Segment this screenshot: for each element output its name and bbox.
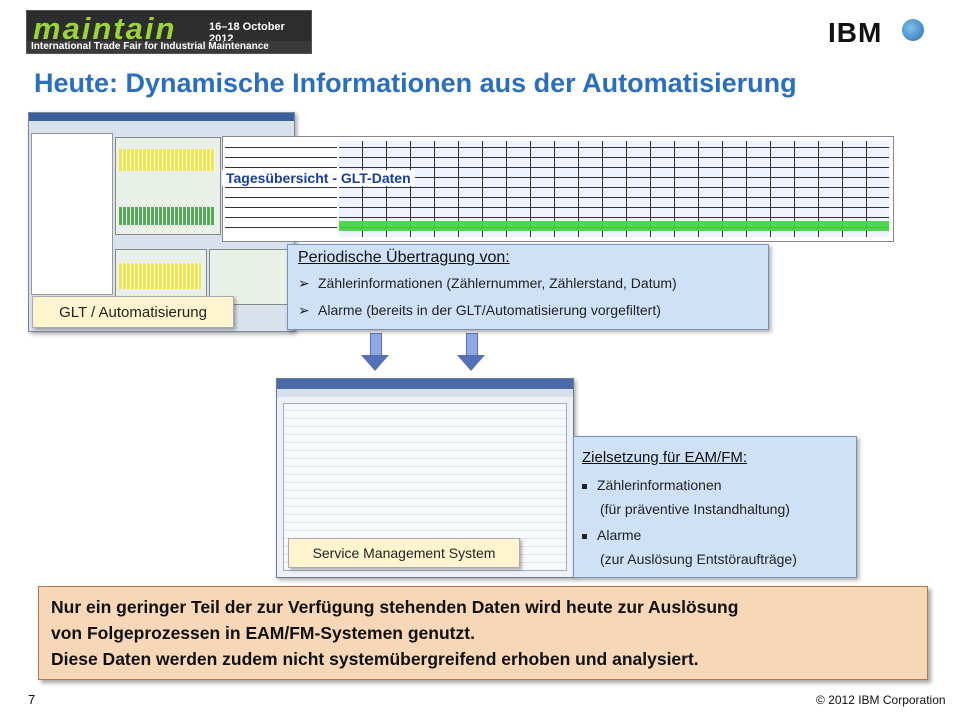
down-arrow-icon — [361, 333, 389, 371]
eam-item-detail: (für präventive Instandhaltung) — [600, 501, 790, 517]
ibm-wordmark: IBM — [828, 17, 883, 48]
sms-window-titlebar — [277, 379, 573, 389]
maintain-logo: maintain — [33, 11, 177, 46]
eam-item-label: Zählerinformationen — [597, 477, 722, 493]
maintain-banner: maintain 16–18 October 2012 Internationa… — [26, 10, 312, 54]
ibm-logo: IBM — [828, 17, 924, 49]
eam-item-detail: (zur Auslösung Entstöraufträge) — [600, 551, 797, 567]
conclusion-line: Diese Daten werden zudem nicht systemübe… — [51, 649, 699, 669]
glt-bar-chart — [119, 207, 215, 225]
eam-item-label: Alarme — [597, 527, 642, 543]
banner-subtitle: International Trade Fair for Industrial … — [27, 41, 311, 53]
glt-status-row — [339, 221, 889, 231]
periodic-item-label: Alarme (bereits in der GLT/Automatisieru… — [318, 302, 661, 318]
list-item: ➢ Alarme (bereits in der GLT/Automatisier… — [298, 302, 677, 319]
square-bullet-icon — [582, 483, 587, 489]
glt-bar-chart — [119, 149, 215, 171]
periodic-transfer-box: Periodische Übertragung von: ➢ Zählerinfo… — [287, 244, 769, 330]
list-item: ➢ Zählerinformationen (Zählernummer, Zähl… — [298, 275, 677, 292]
glt-row-labels — [225, 141, 337, 237]
globe-icon — [902, 19, 924, 41]
conclusion-line: Nur ein geringer Teil der zur Verfügung … — [51, 597, 739, 617]
down-arrow-icon — [457, 333, 485, 371]
arrow-bullet-icon: ➢ — [298, 275, 310, 291]
glt-chart-pane — [209, 249, 291, 305]
list-item: Alarme — [582, 527, 641, 543]
page-number: 7 — [28, 692, 36, 707]
glt-window-titlebar — [29, 113, 294, 121]
glt-tree-pane — [31, 133, 113, 295]
arrow-bullet-icon: ➢ — [298, 302, 310, 318]
page-title: Heute: Dynamische Informationen aus der … — [34, 68, 797, 98]
copyright: © 2012 IBM Corporation — [816, 693, 946, 707]
eam-goal-box: Zielsetzung für EAM/FM: Zählerinformatio… — [573, 436, 857, 578]
glt-bar-chart — [119, 263, 201, 289]
glt-overlay-title: Tagesübersicht - GLT-Daten — [222, 170, 415, 186]
conclusion-line: von Folgeprozessen in EAM/FM-Systemen ge… — [51, 623, 475, 643]
sms-label: Service Management System — [288, 538, 520, 568]
glt-data-table — [222, 136, 894, 242]
periodic-heading: Periodische Übertragung von: — [298, 249, 510, 266]
periodic-list: ➢ Zählerinformationen (Zählernummer, Zähl… — [298, 275, 677, 329]
glt-label: GLT / Automatisierung — [32, 296, 234, 328]
square-bullet-icon — [582, 533, 587, 539]
periodic-item-label: Zählerinformationen (Zählernummer, Zähle… — [318, 275, 677, 291]
conclusion-box: Nur ein geringer Teil der zur Verfügung … — [38, 586, 928, 680]
sms-toolbar — [277, 389, 573, 397]
list-item: Zählerinformationen — [582, 477, 722, 493]
eam-heading: Zielsetzung für EAM/FM: — [582, 449, 748, 466]
